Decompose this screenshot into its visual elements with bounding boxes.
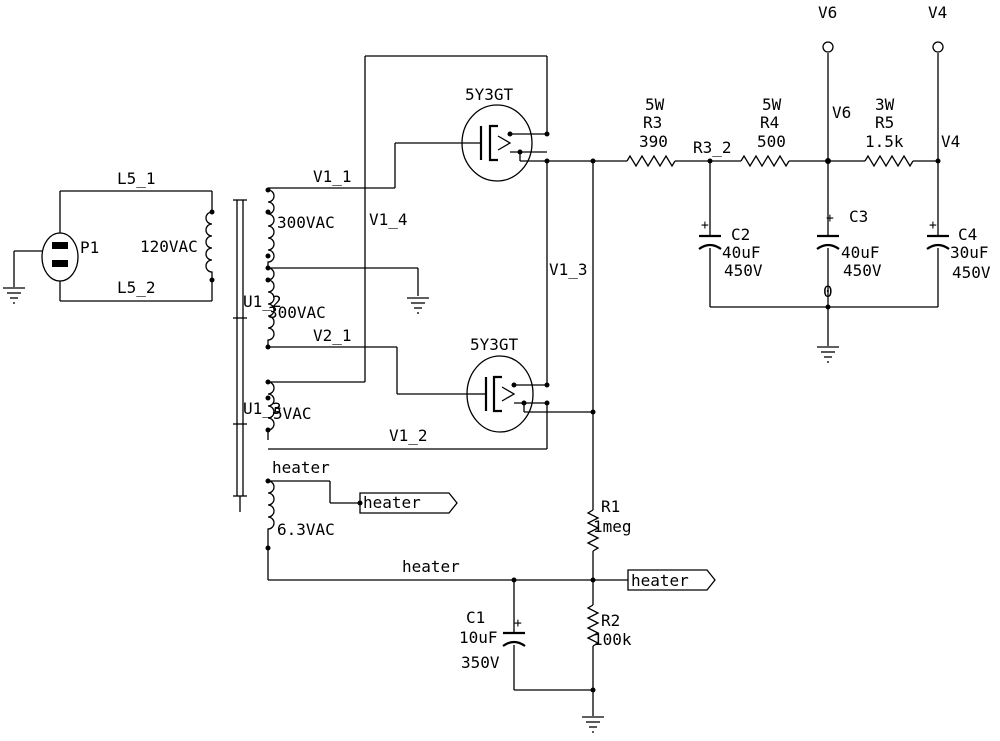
r5-ref: R5 [875, 113, 894, 132]
net-label-v1-1: V1_1 [313, 167, 352, 186]
c2-ref: C2 [731, 225, 750, 244]
r3-power: 5W [645, 95, 665, 114]
c4-ref: C4 [958, 225, 977, 244]
net-label-v2-1: V2_1 [313, 326, 352, 345]
junction-dots [209, 131, 941, 693]
primary-voltage-label: 120VAC [140, 237, 198, 256]
heater-port-2-label: heater [631, 571, 689, 590]
b-plus-wiring [547, 53, 939, 503]
resistor-r1-body [586, 509, 600, 552]
heater-port-1 [359, 492, 458, 514]
filter-cap-wiring [709, 161, 939, 346]
net-label-l5-1: L5_1 [117, 169, 156, 188]
ground-symbol-ct [407, 297, 429, 314]
r5-value: 1.5k [865, 132, 904, 151]
tube-lower-type: 5Y3GT [470, 335, 519, 354]
c4-voltage: 450V [952, 263, 991, 282]
c3-ref: C3 [849, 207, 868, 226]
rect-heater-coil [267, 381, 275, 440]
net-label-v6: V6 [832, 103, 851, 122]
net-label-v4: V4 [941, 132, 960, 151]
r5-power: 3W [875, 95, 895, 114]
secondary-3-voltage: 5VAC [273, 404, 312, 423]
net-label-heater-wire: heater [402, 557, 460, 576]
secondary-4-voltage: 6.3VAC [277, 520, 335, 539]
ground-symbol-filter [817, 346, 839, 363]
c1-ref: C1 [466, 608, 485, 627]
capacitor-c2: + [698, 218, 722, 250]
c1-voltage: 350V [461, 653, 500, 672]
heater-coil [267, 480, 275, 548]
r1-ref: R1 [601, 497, 620, 516]
r4-ref: R4 [760, 113, 779, 132]
port-v4 [932, 41, 944, 53]
secondary-1-voltage: 300VAC [277, 213, 335, 232]
c3-voltage: 450V [843, 261, 882, 280]
plug-ref-label: P1 [80, 238, 99, 257]
net-label-r3-2: R3_2 [693, 138, 732, 157]
r4-power: 5W [762, 95, 782, 114]
secondary-2-voltage: 300VAC [268, 303, 326, 322]
net-label-heater-winding: heater [272, 458, 330, 477]
capacitor-c1: + [502, 616, 526, 647]
resistor-r5-body [864, 154, 914, 168]
net-label-v1-4: V1_4 [369, 210, 408, 229]
tube-lower [466, 355, 593, 433]
primary-wiring [60, 190, 213, 302]
tube-upper [461, 104, 547, 182]
plug-p1 [13, 191, 79, 301]
c4-value: 30uF [950, 243, 989, 262]
r2-ref: R2 [601, 611, 620, 630]
r4-value: 500 [757, 132, 786, 151]
secondary-wiring [267, 55, 628, 581]
resistor-r3-body [626, 154, 676, 168]
r3-ref: R3 [643, 113, 662, 132]
r1-value: 1meg [593, 517, 632, 536]
c2-value: 40uF [722, 243, 761, 262]
ground-symbol-divider [582, 716, 604, 733]
c1-value: 10uF [459, 628, 498, 647]
heater-port-2 [627, 569, 716, 591]
ground-symbol-plug [3, 287, 25, 304]
heater-port-1-label: heater [363, 493, 421, 512]
secondary-coils [267, 189, 275, 548]
resistor-r2-body [586, 604, 600, 647]
svg-text:+: + [929, 218, 937, 233]
primary-coil [205, 211, 213, 280]
tube-upper-type: 5Y3GT [465, 85, 514, 104]
net-label-l5-2: L5_2 [117, 278, 156, 297]
port-v6-label: V6 [818, 3, 837, 22]
net-label-ground-0: 0 [823, 282, 833, 301]
divider-wiring [513, 503, 600, 716]
svg-text:+: + [826, 211, 834, 226]
net-label-v1-2: V1_2 [389, 426, 428, 445]
port-v6 [822, 41, 834, 53]
port-v4-label: V4 [928, 3, 947, 22]
net-label-v1-3: V1_3 [549, 260, 588, 279]
hv-coil-1 [267, 189, 275, 268]
r2-value: 100k [593, 630, 632, 649]
capacitor-c4: + [926, 218, 950, 250]
capacitor-c3: + [816, 211, 840, 250]
resistor-r4-body [740, 154, 790, 168]
c2-voltage: 450V [724, 261, 763, 280]
c3-value: 40uF [841, 243, 880, 262]
svg-text:+: + [701, 218, 709, 233]
svg-text:+: + [514, 616, 522, 631]
transformer-core [233, 199, 247, 512]
r3-value: 390 [639, 132, 668, 151]
